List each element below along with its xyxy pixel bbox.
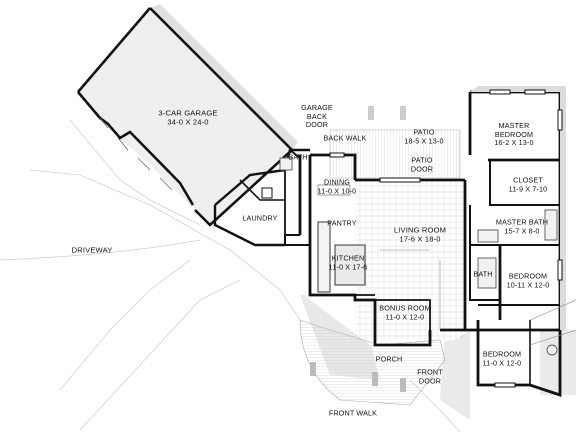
porch (299, 319, 446, 406)
front-walk-label: FRONT WALK (328, 408, 378, 419)
bath-upper-label: BATH (288, 152, 308, 163)
bath-right-name: BATH (473, 269, 493, 279)
laundry-label: LAUNDRY (242, 213, 278, 224)
bedroom-2-name: BEDROOM (482, 349, 522, 359)
living-room-dims: 17-6 X 18-0 (399, 234, 441, 243)
bedroom-2-dims: 11-0 X 12-0 (482, 358, 522, 367)
back-walk-label: BACK WALK (323, 133, 367, 144)
bath-right-label: BATH (473, 269, 493, 280)
house-floor (300, 150, 470, 355)
driveway-label: DRIVEWAY (71, 245, 113, 256)
garage (77, 4, 301, 227)
living-room-name: LIVING ROOM (393, 225, 447, 235)
master-bedroom-name: MASTER BEDROOM (494, 121, 534, 139)
bath-upper-name: BATH (288, 152, 308, 162)
bonus-room-dims: 11-0 X 12-0 (385, 312, 425, 321)
kitchen-dims: 11-0 X 17-6 (328, 262, 368, 271)
laundry-name: LAUNDRY (242, 213, 278, 223)
kitchen-name: KITCHEN (331, 253, 365, 263)
garage-dims: 34-0 X 24-0 (167, 117, 209, 126)
kitchen-counters (317, 184, 366, 293)
front-walk-name: FRONT WALK (328, 408, 378, 418)
patio-name: PATIO (413, 127, 435, 137)
front-door-label: FRONT DOOR (417, 368, 443, 385)
pantry-name: PANTRY (327, 218, 357, 228)
back-walk-name: BACK WALK (323, 133, 367, 143)
detail-lines (380, 249, 576, 346)
dining-dims: 11-0 X 10-0 (317, 186, 357, 195)
main-walls (284, 153, 470, 347)
front-door-name: FRONT DOOR (417, 367, 443, 385)
pantry-label: PANTRY (327, 218, 357, 229)
porch-name: PORCH (375, 354, 403, 364)
garage-name: 3-CAR GARAGE (158, 108, 218, 118)
porch-label: PORCH (375, 354, 403, 365)
patio-door-name: PATIO DOOR (410, 155, 434, 173)
patio-dims: 18-5 X 13-0 (404, 136, 444, 145)
bonus-room-name: BONUS ROOM (379, 303, 431, 313)
windows (329, 89, 563, 388)
master-bedroom-dims: 16-2 X 13-0 (494, 138, 534, 148)
garage-back-door-label: GARAGE BACK DOOR (301, 103, 333, 130)
bedroom-1-name: BEDROOM (508, 271, 548, 281)
closet-name: CLOSET (513, 175, 543, 185)
fixtures (279, 157, 558, 356)
bedroom-1-dims: 10-11 X 12-0 (506, 280, 550, 289)
master-bath-name: MASTER BATH (495, 217, 549, 227)
master-bath-dims: 15-7 X 8-0 (504, 226, 540, 235)
garage-back-door-name: GARAGE BACK DOOR (301, 103, 333, 130)
closet-dims: 11-9 X 7-10 (508, 184, 548, 193)
patio-door-label: PATIO DOOR (411, 156, 433, 173)
dining-name: DINING (323, 177, 351, 187)
driveway-name: DRIVEWAY (71, 245, 113, 255)
